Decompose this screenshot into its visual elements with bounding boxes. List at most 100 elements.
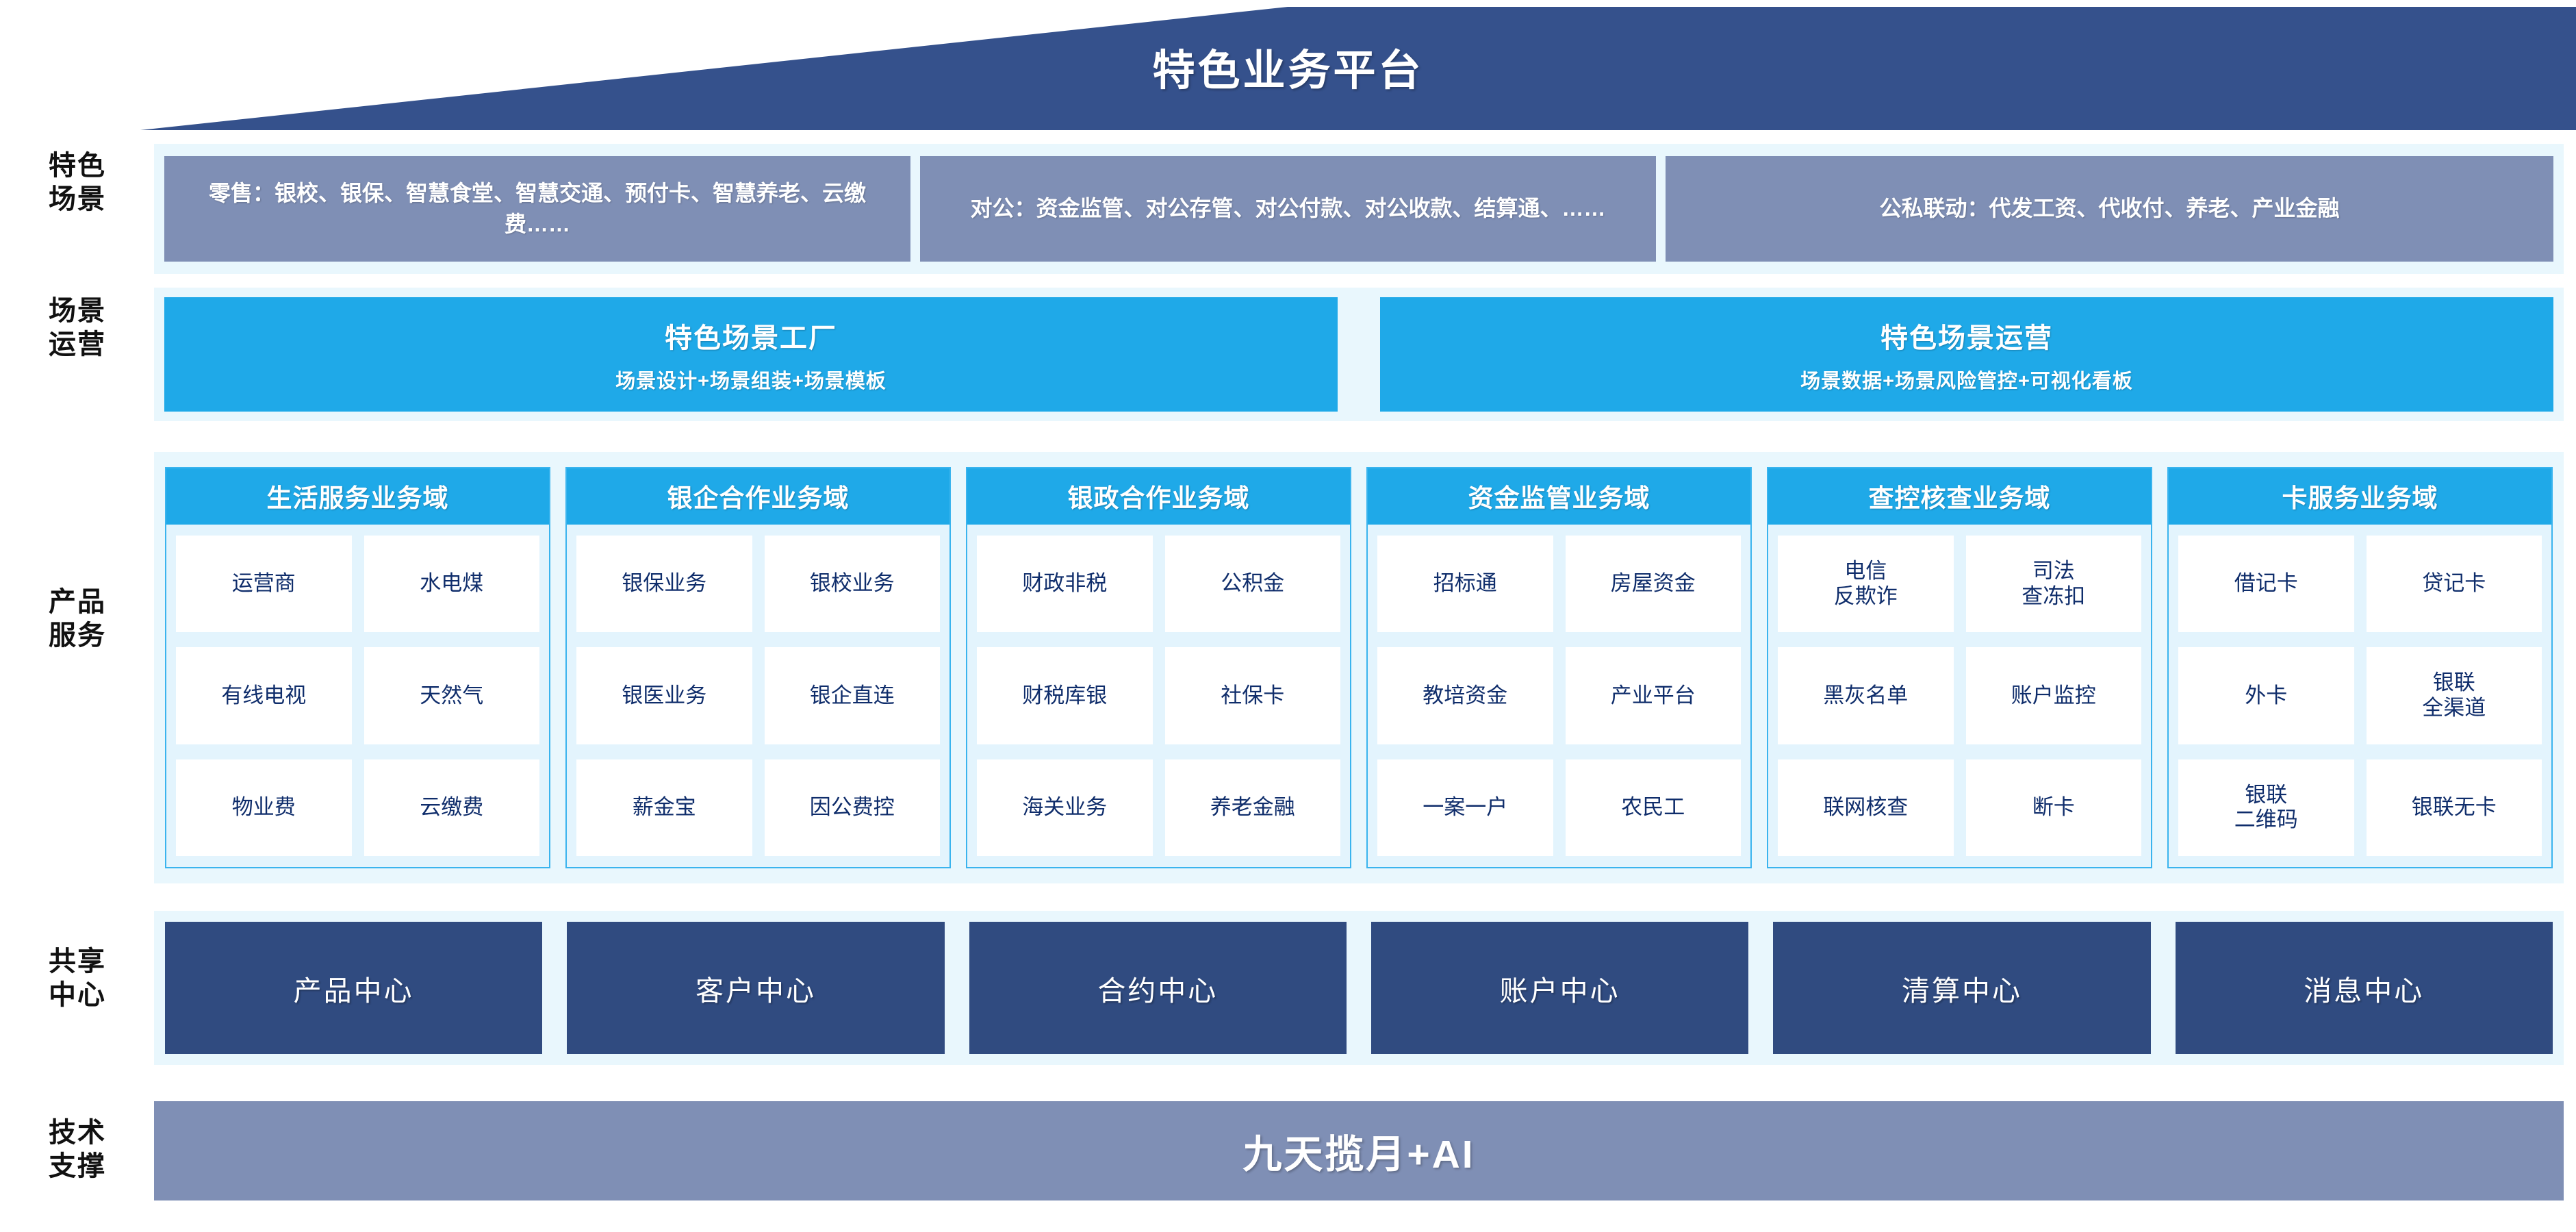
row-label-products-line1: 产品 xyxy=(49,587,106,617)
domain-cell-row: 外卡银联全渠道 xyxy=(2178,647,2542,744)
domain-cell-row: 财税库银社保卡 xyxy=(977,647,1340,744)
operations-subtitle-scene-factory: 场景设计+场景组装+场景模板 xyxy=(615,370,887,392)
domain-cell[interactable]: 农民工 xyxy=(1565,759,1741,856)
scenario-box-retail[interactable]: 零售：银校、银保、智慧食堂、智慧交通、预付卡、智慧养老、云缴费…… xyxy=(164,156,910,262)
domain-cell-row: 银医业务银企直连 xyxy=(576,647,940,744)
platform-banner: 特色业务平台 xyxy=(0,0,2576,140)
row-label-operations-line1: 场景 xyxy=(49,296,106,326)
domain-cells: 电信反欺诈司法查冻扣黑灰名单账户监控联网核查断卡 xyxy=(1768,525,2151,867)
row-label-tech-line2: 支撑 xyxy=(49,1151,106,1181)
shared-center-box[interactable]: 产品中心 xyxy=(165,922,543,1054)
operations-band: 特色场景工厂 场景设计+场景组装+场景模板 特色场景运营 场景数据+场景风险管控… xyxy=(154,288,2564,421)
domain-cells: 招标通房屋资金教培资金产业平台一案一户农民工 xyxy=(1368,525,1750,867)
domain-cell[interactable]: 海关业务 xyxy=(977,759,1153,856)
domain-cell[interactable]: 银保业务 xyxy=(576,536,752,633)
domain-cell-row: 招标通房屋资金 xyxy=(1377,536,1741,633)
domain-cell[interactable]: 银企直连 xyxy=(764,647,940,744)
domain-title: 资金监管业务域 xyxy=(1368,468,1750,525)
domain-title: 卡服务业务域 xyxy=(2169,468,2551,525)
row-label-operations: 场景 运营 xyxy=(12,294,142,362)
shared-center-box[interactable]: 消息中心 xyxy=(2175,922,2553,1054)
domain-cell[interactable]: 银联全渠道 xyxy=(2366,647,2542,744)
domain-cell-row: 银保业务银校业务 xyxy=(576,536,940,633)
shared-center-box[interactable]: 账户中心 xyxy=(1370,922,1749,1054)
scenarios-band: 零售：银校、银保、智慧食堂、智慧交通、预付卡、智慧养老、云缴费…… 对公：资金监… xyxy=(154,144,2564,274)
domain-cell[interactable]: 物业费 xyxy=(176,759,352,856)
domain-title: 生活服务业务域 xyxy=(166,468,549,525)
row-label-centers-line1: 共享 xyxy=(49,946,106,977)
products-band: 生活服务业务域运营商水电煤有线电视天然气物业费云缴费银企合作业务域银保业务银校业… xyxy=(154,452,2564,883)
domain-cells: 银保业务银校业务银医业务银企直连薪金宝因公费控 xyxy=(567,525,949,867)
domain-cell-row: 物业费云缴费 xyxy=(176,759,539,856)
domain-cell[interactable]: 司法查冻扣 xyxy=(1965,536,2141,633)
domain-cell-row: 海关业务养老金融 xyxy=(977,759,1340,856)
domain-cell[interactable]: 社保卡 xyxy=(1164,647,1340,744)
domain-cell[interactable]: 教培资金 xyxy=(1377,647,1553,744)
domain-cell[interactable]: 借记卡 xyxy=(2178,536,2354,633)
operations-box-scene-factory[interactable]: 特色场景工厂 场景设计+场景组装+场景模板 xyxy=(164,297,1338,412)
domain-cell[interactable]: 联网核查 xyxy=(1778,759,1954,856)
domain-cell[interactable]: 一案一户 xyxy=(1377,759,1553,856)
domain-cell-row: 教培资金产业平台 xyxy=(1377,647,1741,744)
domain-cell[interactable]: 财政非税 xyxy=(977,536,1153,633)
domain-column: 资金监管业务域招标通房屋资金教培资金产业平台一案一户农民工 xyxy=(1366,467,1752,868)
row-label-centers: 共享 中心 xyxy=(12,945,142,1012)
domain-cell[interactable]: 黑灰名单 xyxy=(1778,647,1954,744)
domain-cell[interactable]: 因公费控 xyxy=(764,759,940,856)
domain-title: 银政合作业务域 xyxy=(967,468,1350,525)
domain-column: 生活服务业务域运营商水电煤有线电视天然气物业费云缴费 xyxy=(165,467,550,868)
domain-cell-row: 联网核查断卡 xyxy=(1778,759,2141,856)
domain-cell[interactable]: 银联无卡 xyxy=(2366,759,2542,856)
domain-cells: 借记卡贷记卡外卡银联全渠道银联二维码银联无卡 xyxy=(2169,525,2551,867)
domain-cell-row: 银联二维码银联无卡 xyxy=(2178,759,2542,856)
domain-cell[interactable]: 云缴费 xyxy=(364,759,539,856)
domain-cells: 运营商水电煤有线电视天然气物业费云缴费 xyxy=(166,525,549,867)
operations-title-scene-operation: 特色场景运营 xyxy=(1880,323,2053,353)
domain-cell[interactable]: 贷记卡 xyxy=(2366,536,2542,633)
operations-box-scene-operation[interactable]: 特色场景运营 场景数据+场景风险管控+可视化看板 xyxy=(1380,297,2553,412)
tech-support-bar[interactable]: 九天揽月+AI xyxy=(154,1101,2564,1200)
domain-cell[interactable]: 外卡 xyxy=(2178,647,2354,744)
shared-center-box[interactable]: 清算中心 xyxy=(1773,922,2151,1054)
domain-cell[interactable]: 银医业务 xyxy=(576,647,752,744)
row-label-scenarios-line2: 场景 xyxy=(49,184,106,214)
domain-cell-row: 财政非税公积金 xyxy=(977,536,1340,633)
domain-cell-row: 一案一户农民工 xyxy=(1377,759,1741,856)
domain-cell-row: 运营商水电煤 xyxy=(176,536,539,633)
domain-cell[interactable]: 养老金融 xyxy=(1164,759,1340,856)
domain-cell[interactable]: 公积金 xyxy=(1164,536,1340,633)
domain-column: 银企合作业务域银保业务银校业务银医业务银企直连薪金宝因公费控 xyxy=(565,467,951,868)
row-label-products-line2: 服务 xyxy=(49,620,106,651)
domain-cell[interactable]: 账户监控 xyxy=(1965,647,2141,744)
domain-column: 卡服务业务域借记卡贷记卡外卡银联全渠道银联二维码银联无卡 xyxy=(2167,467,2553,868)
domain-title: 银企合作业务域 xyxy=(567,468,949,525)
domain-cell[interactable]: 断卡 xyxy=(1965,759,2141,856)
domain-cell[interactable]: 运营商 xyxy=(176,536,352,633)
domain-cell[interactable]: 薪金宝 xyxy=(576,759,752,856)
domain-cell[interactable]: 银校业务 xyxy=(764,536,940,633)
domain-cell-row: 借记卡贷记卡 xyxy=(2178,536,2542,633)
operations-subtitle-scene-operation: 场景数据+场景风险管控+可视化看板 xyxy=(1800,370,2133,392)
domain-cell[interactable]: 招标通 xyxy=(1377,536,1553,633)
domain-cell[interactable]: 产业平台 xyxy=(1565,647,1741,744)
domain-column: 查控核查业务域电信反欺诈司法查冻扣黑灰名单账户监控联网核查断卡 xyxy=(1767,467,2152,868)
domain-cell[interactable]: 水电煤 xyxy=(364,536,539,633)
row-label-scenarios-line1: 特色 xyxy=(49,151,106,181)
scenario-box-corporate[interactable]: 对公：资金监管、对公存管、对公付款、对公收款、结算通、…… xyxy=(920,156,1656,262)
domain-title: 查控核查业务域 xyxy=(1768,468,2151,525)
domain-column: 银政合作业务域财政非税公积金财税库银社保卡海关业务养老金融 xyxy=(966,467,1351,868)
domain-cell[interactable]: 有线电视 xyxy=(176,647,352,744)
domain-cell[interactable]: 银联二维码 xyxy=(2178,759,2354,856)
row-label-operations-line2: 运营 xyxy=(49,329,106,360)
shared-center-box[interactable]: 合约中心 xyxy=(969,922,1347,1054)
domain-cell-row: 有线电视天然气 xyxy=(176,647,539,744)
domain-cell[interactable]: 财税库银 xyxy=(977,647,1153,744)
row-label-scenarios: 特色 场景 xyxy=(12,149,142,216)
domain-cell[interactable]: 房屋资金 xyxy=(1565,536,1741,633)
scenario-box-public-private[interactable]: 公私联动：代发工资、代收付、养老、产业金融 xyxy=(1666,156,2553,262)
domain-cell[interactable]: 天然气 xyxy=(364,647,539,744)
domain-cell-row: 电信反欺诈司法查冻扣 xyxy=(1778,536,2141,633)
shared-center-box[interactable]: 客户中心 xyxy=(567,922,945,1054)
domain-cell[interactable]: 电信反欺诈 xyxy=(1778,536,1954,633)
